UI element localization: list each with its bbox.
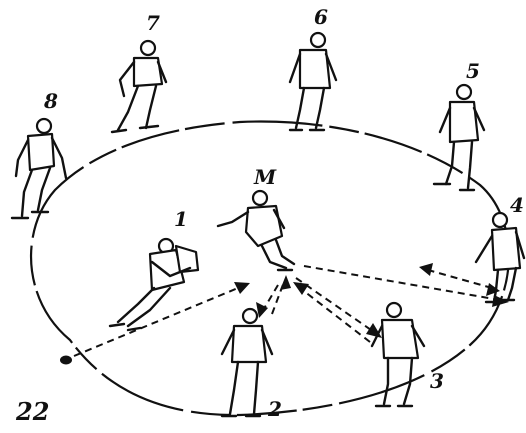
pass-center-to-4 [304,266,500,300]
pass-arrows [74,263,509,356]
label-2: 2 [267,397,282,421]
player-8-figure [12,119,66,218]
label-7: 7 [146,11,160,35]
player-3-figure [372,303,424,406]
arrowhead [234,282,250,294]
ball [60,356,72,365]
pass-ball-to-1 [74,288,238,356]
center-player-figure [218,191,294,270]
label-1: 1 [174,207,188,231]
player-5-figure [434,85,484,190]
label-6: 6 [314,5,328,29]
player-4-figure [476,213,524,302]
pass-center-to-3 [296,278,374,332]
arrowhead [280,275,291,290]
arrowhead [293,282,309,295]
player-7-figure [112,41,166,132]
pass-3-to-center [300,288,370,342]
label-4: 4 [510,193,524,217]
arrowhead [486,283,500,296]
player-1-figure [110,239,198,330]
player-2-figure [222,309,272,416]
arrowhead [419,263,433,276]
pass-4-to-center-return [428,270,492,288]
figure-number: 22 [15,397,49,426]
player-6-figure [290,33,336,130]
label-5: 5 [466,59,480,83]
label-3: 3 [430,369,444,393]
label-M: M [253,165,277,189]
label-8: 8 [43,89,58,113]
